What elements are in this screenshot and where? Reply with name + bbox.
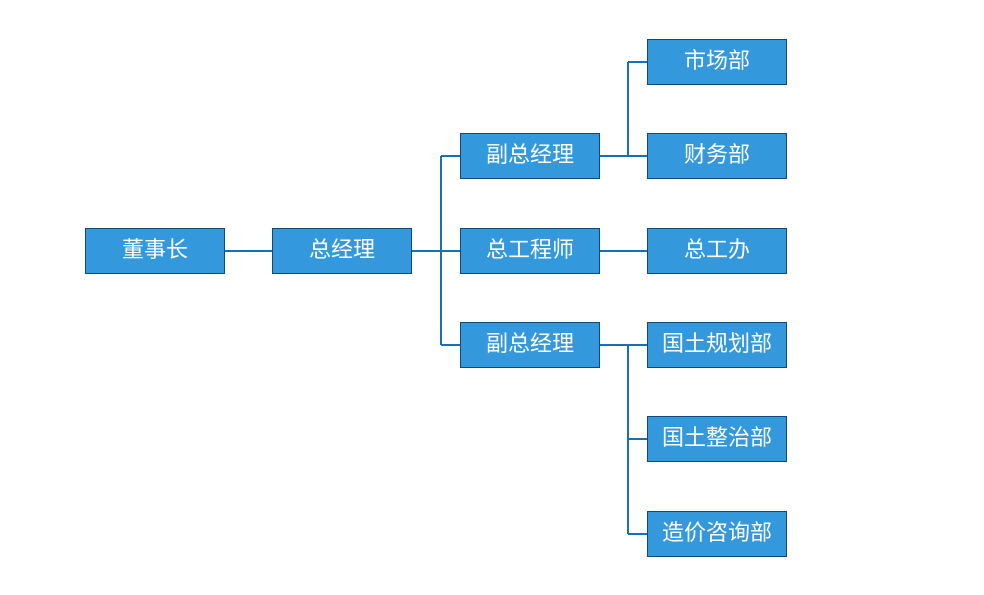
node-vice-general-manager-1[interactable]: 副总经理 xyxy=(460,133,600,179)
node-land-planning-dept[interactable]: 国土规划部 xyxy=(647,322,787,368)
node-chief-engineer-office[interactable]: 总工办 xyxy=(647,228,787,274)
node-market-dept[interactable]: 市场部 xyxy=(647,39,787,85)
node-chief-engineer[interactable]: 总工程师 xyxy=(460,228,600,274)
node-vice-general-manager-2[interactable]: 副总经理 xyxy=(460,322,600,368)
node-cost-consulting-dept[interactable]: 造价咨询部 xyxy=(647,511,787,557)
node-finance-dept[interactable]: 财务部 xyxy=(647,133,787,179)
node-land-remediation-dept[interactable]: 国土整治部 xyxy=(647,416,787,462)
node-chairman[interactable]: 董事长 xyxy=(85,228,225,274)
node-general-manager[interactable]: 总经理 xyxy=(272,228,412,274)
